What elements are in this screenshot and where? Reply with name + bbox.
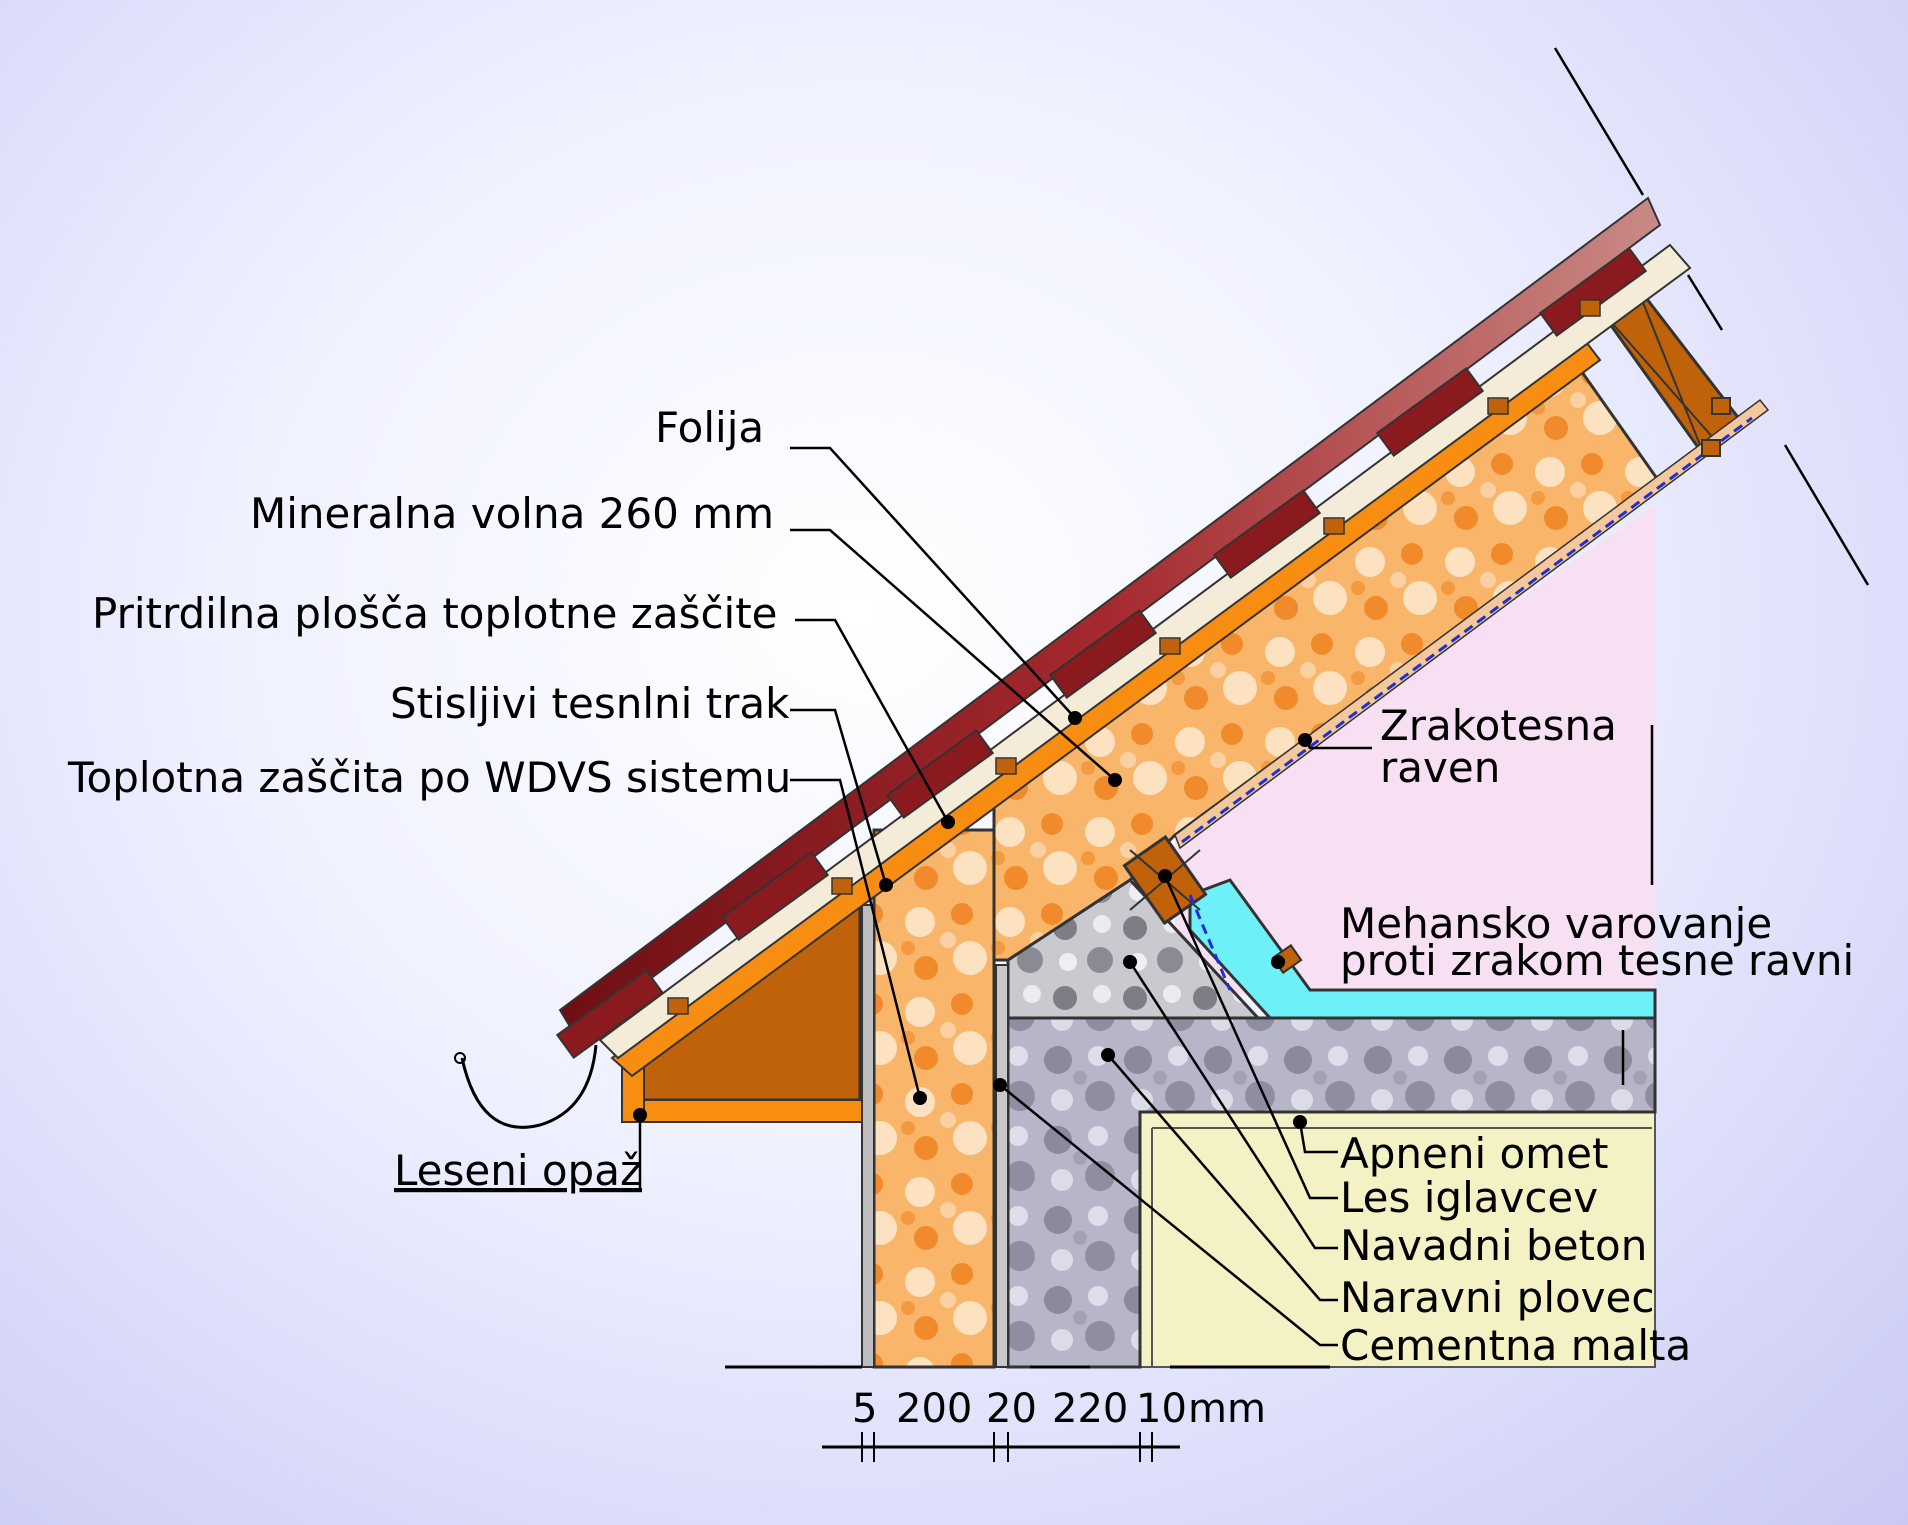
gutter <box>460 1044 598 1129</box>
label-naravni-plovec: Naravni plovec <box>1340 1273 1654 1322</box>
label-navadni-beton: Navadni beton <box>1340 1221 1647 1270</box>
dim-5: 5 <box>852 1386 877 1432</box>
airtight-membrane <box>1188 878 1657 1020</box>
airtight-zone <box>1175 505 1655 995</box>
label-mehansko: Mehansko varovanje <box>1340 899 1772 948</box>
label-apneni-omet: Apneni omet <box>1340 1129 1608 1178</box>
label-cementna-malta: Cementna malta <box>1340 1321 1691 1370</box>
label-folija: Folija <box>655 403 764 452</box>
label-pritrdilna-plosca: Pritrdilna plošča toplotne zaščite <box>92 589 778 638</box>
label-toplotna-zascita: Toplotna zaščita po WDVS sistemu <box>67 753 791 802</box>
dim-10: 10 <box>1136 1386 1187 1432</box>
label-mehansko-2: proti zrakom tesne ravni <box>1340 936 1854 985</box>
label-leseni-opaz: Leseni opaž <box>394 1146 642 1195</box>
render-layer <box>861 904 875 1368</box>
label-les-iglavcev: Les iglavcev <box>1340 1173 1598 1222</box>
cut-line <box>1553 47 1645 196</box>
dim-20: 20 <box>986 1386 1037 1432</box>
interior-lining <box>995 964 1009 1368</box>
airtight-line <box>1181 416 1753 844</box>
label-mineralna-volna: Mineralna volna 260 mm <box>250 489 774 538</box>
label-zrakotesna: Zrakotesna <box>1380 701 1617 750</box>
soffit-board <box>621 1099 863 1123</box>
label-stisljivi-trak: Stisljivi tesnlni trak <box>390 679 790 728</box>
dim-200: 200 <box>896 1386 972 1432</box>
dimension-line <box>822 1432 1180 1462</box>
roof-tiles <box>555 196 1662 1060</box>
dim-unit: mm <box>1188 1386 1266 1432</box>
dim-220: 220 <box>1052 1386 1128 1432</box>
wdvs-insulation <box>872 828 996 1369</box>
label-zrakotesna-raven: raven <box>1380 743 1500 792</box>
leader-lines <box>633 446 1372 1347</box>
